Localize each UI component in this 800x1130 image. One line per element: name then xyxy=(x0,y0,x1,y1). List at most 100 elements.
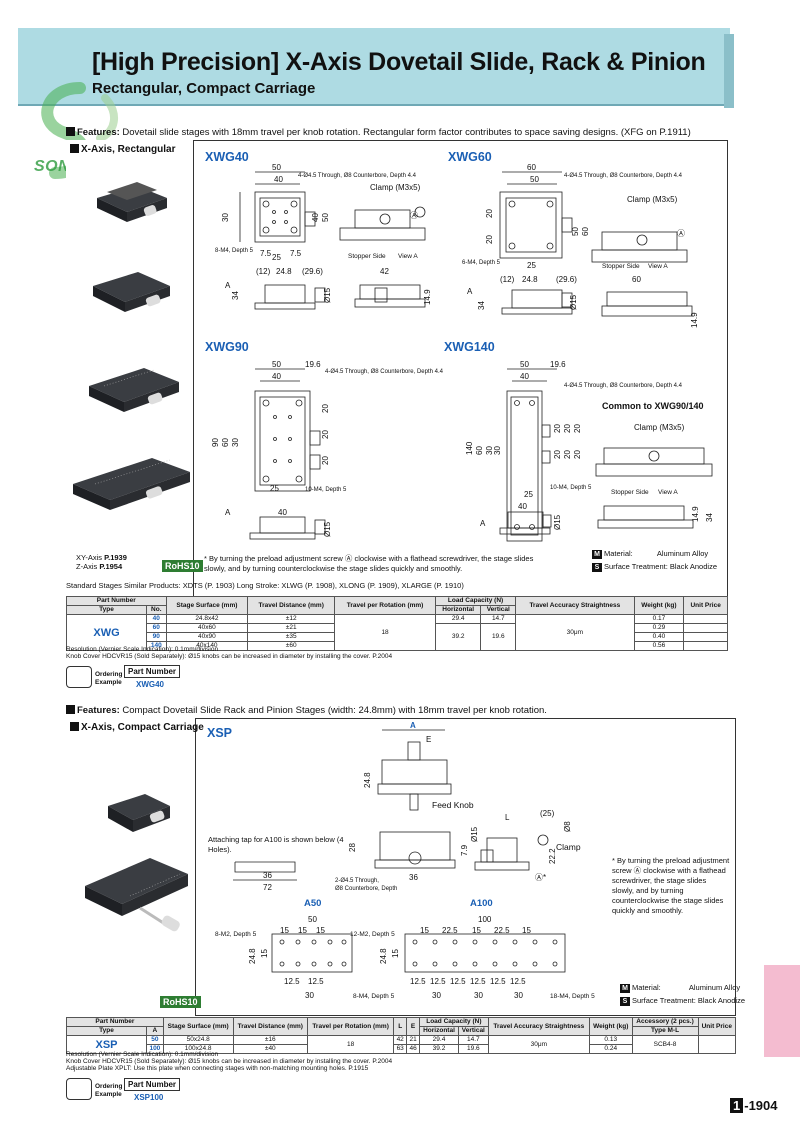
svg-text:4-Ø4.5 Through, Ø8 Counterbore: 4-Ø4.5 Through, Ø8 Counterbore, Depth 4.… xyxy=(298,173,417,179)
features-line-1: Features: Dovetail slide stages with 18m… xyxy=(66,127,691,138)
product-image-xsp100 xyxy=(85,858,188,932)
svg-text:30: 30 xyxy=(305,991,314,1000)
surface-icon: S xyxy=(592,563,602,572)
svg-text:30: 30 xyxy=(231,438,240,447)
features-text: Dovetail slide stages with 18mm travel p… xyxy=(122,127,691,138)
svg-text:14.9: 14.9 xyxy=(690,312,699,328)
model-xsp: XSP xyxy=(207,726,233,740)
svg-text:Clamp (M3x5): Clamp (M3x5) xyxy=(370,183,421,192)
svg-text:72: 72 xyxy=(263,883,272,892)
spec-table-xsp: Part Number Stage Surface (mm) Travel Di… xyxy=(66,1017,737,1054)
surface-icon: S xyxy=(620,997,630,1006)
svg-text:12.5: 12.5 xyxy=(410,977,426,986)
pink-tab xyxy=(764,965,800,1057)
svg-text:8-M2, Depth 5: 8-M2, Depth 5 xyxy=(215,931,257,938)
svg-text:24.8: 24.8 xyxy=(363,772,372,788)
svg-text:20: 20 xyxy=(485,209,494,218)
svg-text:20: 20 xyxy=(553,424,562,433)
z-axis-ref: Z-Axis P.1954 xyxy=(76,562,123,571)
preload-note-2: * By turning the preload adjustment scre… xyxy=(612,856,730,915)
svg-text:50: 50 xyxy=(272,360,281,369)
drawing-xwg60: 60 50 4-Ø4.5 Through, Ø8 Counterbore, Dep… xyxy=(462,163,699,328)
svg-text:34: 34 xyxy=(705,513,714,522)
svg-text:34: 34 xyxy=(477,301,486,310)
svg-text:60: 60 xyxy=(475,446,484,455)
product-image-xsp50 xyxy=(108,794,170,832)
common-label: Common to XWG90/140 xyxy=(602,401,704,411)
svg-text:24.8: 24.8 xyxy=(379,948,388,964)
svg-text:34: 34 xyxy=(231,291,240,300)
svg-text:4-Ø4.5 Through, Ø8 Counterbore: 4-Ø4.5 Through, Ø8 Counterbore, Depth 4.… xyxy=(564,173,683,179)
svg-text:7.5: 7.5 xyxy=(260,249,272,258)
a50-title: A50 xyxy=(304,898,322,909)
svg-text:25: 25 xyxy=(524,490,533,499)
svg-text:50: 50 xyxy=(530,175,539,184)
page-number: 1-1904 xyxy=(730,1098,777,1113)
svg-text:(12): (12) xyxy=(256,267,271,276)
product-image-xwg90 xyxy=(89,368,179,412)
svg-text:Stopper Side: Stopper Side xyxy=(611,489,649,496)
svg-text:7.9: 7.9 xyxy=(460,844,469,856)
svg-text:30: 30 xyxy=(221,213,230,222)
model-xwg60: XWG60 xyxy=(448,150,492,164)
svg-text:15: 15 xyxy=(280,926,289,935)
product-image-xwg60 xyxy=(93,272,170,312)
preload-note-1: * By turning the preload adjustment scre… xyxy=(204,554,534,573)
table-row: XSP 50 50x24.8 ±16 18 42 21 29.4 14.7 30… xyxy=(66,1035,737,1054)
svg-text:10-M4, Depth 5: 10-M4, Depth 5 xyxy=(305,487,347,493)
svg-text:12.5: 12.5 xyxy=(490,977,506,986)
features-label: Features: xyxy=(77,127,120,138)
model-xwg140: XWG140 xyxy=(444,340,495,354)
svg-text:40: 40 xyxy=(272,372,281,381)
svg-text:30: 30 xyxy=(432,991,441,1000)
svg-text:8-M4, Depth 5: 8-M4, Depth 5 xyxy=(215,248,254,254)
footnote-2c: Adjustable Plate XPLT: Use this plate wh… xyxy=(66,1065,369,1072)
model-xwg90: XWG90 xyxy=(205,340,249,354)
svg-text:60: 60 xyxy=(527,163,536,172)
svg-text:(12): (12) xyxy=(500,275,515,284)
svg-text:(29.6): (29.6) xyxy=(302,267,323,276)
section2-panel-label: X-Axis, Compact Carriage xyxy=(70,722,204,733)
svg-text:Ø15: Ø15 xyxy=(553,514,562,530)
svg-text:Ø8 Counterbore, Depth: Ø8 Counterbore, Depth xyxy=(335,886,397,892)
svg-text:7.5: 7.5 xyxy=(290,249,302,258)
table-row: 100 100x24.8 ±40 63 46 39.2 19.6 0.24 xyxy=(67,1044,736,1054)
svg-text:19.6: 19.6 xyxy=(550,360,566,369)
page-title: [High Precision] X-Axis Dovetail Slide, … xyxy=(92,48,706,76)
footnote-1a: Resolution (Vernier Scale Indication): 0… xyxy=(66,646,219,653)
svg-text:20: 20 xyxy=(485,235,494,244)
svg-text:28: 28 xyxy=(348,843,357,852)
svg-text:12.5: 12.5 xyxy=(308,977,324,986)
header-shadow xyxy=(724,34,734,108)
svg-text:36: 36 xyxy=(409,873,418,882)
svg-text:12.5: 12.5 xyxy=(284,977,300,986)
svg-text:20: 20 xyxy=(563,450,572,459)
page-subtitle: Rectangular, Compact Carriage xyxy=(92,80,316,97)
table-row: 60 40x60 ±21 39.2 19.6 0.29 xyxy=(67,623,728,651)
svg-text:14.9: 14.9 xyxy=(423,289,432,305)
part-number-label-1: Part Number xyxy=(124,665,181,678)
svg-text:A: A xyxy=(480,519,486,528)
svg-text:8-M4, Depth 5: 8-M4, Depth 5 xyxy=(353,993,395,1000)
svg-text:20: 20 xyxy=(321,456,330,465)
svg-text:50: 50 xyxy=(520,360,529,369)
svg-text:10-M4, Depth 5: 10-M4, Depth 5 xyxy=(550,485,592,491)
spec-table-xwg: Part Number Stage Surface (mm) Travel Di… xyxy=(66,596,728,651)
svg-text:14.9: 14.9 xyxy=(691,506,700,522)
footnote-2b: Knob Cover HDCVR15 (Sold Separately): Ø1… xyxy=(66,1058,393,1065)
svg-text:View A: View A xyxy=(658,489,678,496)
svg-text:E: E xyxy=(426,735,431,744)
part-number-value-2: XSP100 xyxy=(134,1093,164,1102)
svg-text:40: 40 xyxy=(520,372,529,381)
features-label-2: Features: xyxy=(77,705,120,716)
svg-text:12.5: 12.5 xyxy=(450,977,466,986)
svg-text:Ø8: Ø8 xyxy=(563,821,572,832)
svg-text:Ⓐ: Ⓐ xyxy=(677,229,685,238)
svg-text:60: 60 xyxy=(581,227,590,236)
svg-text:40: 40 xyxy=(278,508,287,517)
